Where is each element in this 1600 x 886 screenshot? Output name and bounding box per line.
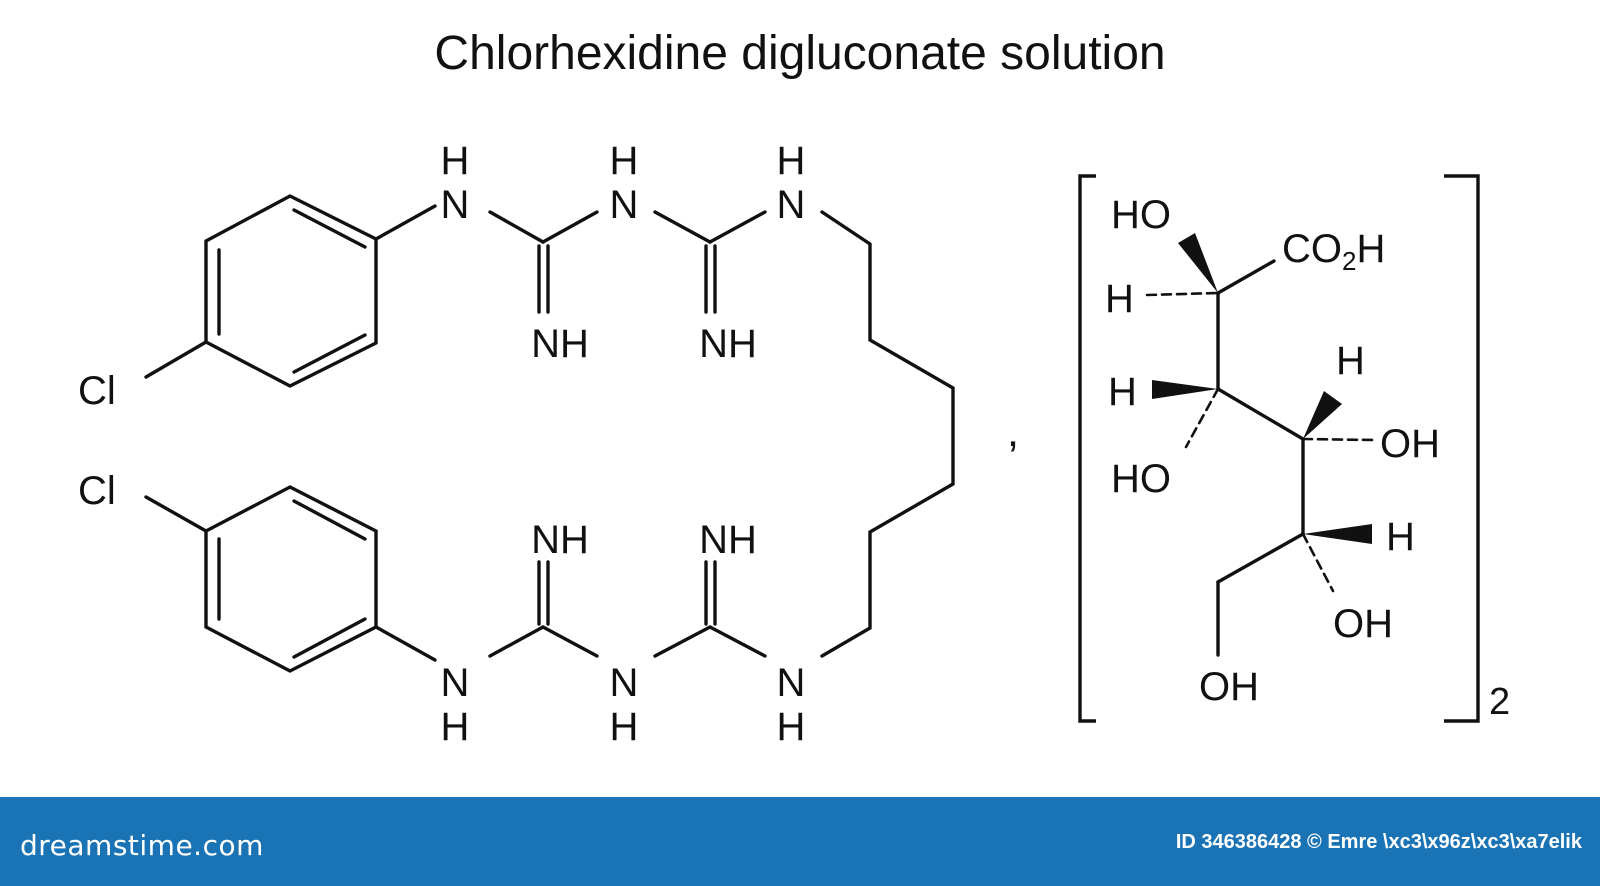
c2-ho-wedge-bond — [1178, 233, 1218, 293]
bracket-subscript: 2 — [1489, 681, 1510, 723]
top-imine-label: NH — [699, 322, 757, 366]
top-ring-double-bond — [292, 208, 367, 249]
c5-h-label: H — [1386, 515, 1415, 559]
bottom-ring-double-bond — [292, 499, 367, 541]
bottom-imine-label: NH — [699, 518, 757, 562]
top-bond — [708, 210, 767, 244]
c2-h-label: H — [1105, 277, 1134, 321]
hexamethylene-chain — [820, 210, 955, 658]
c5-oh-hashed-bond — [1301, 532, 1335, 593]
c2-h-hashed-bond — [1145, 291, 1220, 297]
top-amine-h-label: H — [777, 139, 806, 183]
c2-c1-bond — [1216, 259, 1276, 295]
watermark-logo: dreamstime.com — [20, 829, 264, 862]
chlorhexidine-labels: Cl H N H N H N NH NH Cl NH NH N H N H N … — [78, 139, 1019, 749]
bottom-amine-n-label: N — [441, 661, 470, 705]
c5-oh-label: OH — [1333, 602, 1393, 646]
bottom-cl-label: Cl — [78, 469, 116, 513]
carboxyl-subscript: 2 — [1342, 246, 1356, 276]
bottom-cl-bond — [144, 495, 208, 533]
left-bracket — [1078, 174, 1096, 723]
bottom-bond — [488, 625, 545, 658]
c3-h-label: H — [1108, 370, 1137, 414]
c3-c4-bond — [1216, 387, 1305, 441]
gluconate-labels: HO H CO2H H HO H OH H OH OH 2 — [1105, 193, 1510, 723]
watermark-footer-bar: dreamstime.com ID 346386428 © Emre \xc3\… — [0, 797, 1600, 886]
bottom-benzene-ring — [204, 485, 378, 673]
gluconate-brackets — [1078, 174, 1480, 723]
bottom-amine-n-label: N — [777, 661, 806, 705]
diagram-title: Chlorhexidine digluconate solution — [434, 27, 1166, 80]
bottom-bond — [653, 625, 712, 658]
top-bond — [488, 210, 545, 244]
top-cl-bond — [144, 340, 208, 379]
c5-h-wedge-bond — [1303, 524, 1372, 544]
top-imine-label: NH — [531, 322, 589, 366]
bottom-imine-label: NH — [531, 518, 589, 562]
bottom-bond — [541, 625, 599, 658]
top-amine-n-label: N — [441, 183, 470, 227]
top-ring-double-bond — [292, 333, 367, 374]
salt-separator: , — [1007, 407, 1019, 456]
right-bracket — [1444, 174, 1480, 723]
c4-h-wedge-bond — [1303, 391, 1342, 439]
top-ring-n-bond — [374, 204, 437, 241]
bottom-bond — [708, 625, 767, 658]
c3-oh-hashed-bond — [1184, 387, 1220, 449]
c3-h-wedge-bond — [1152, 380, 1218, 399]
chlorhexidine-bonds — [144, 194, 955, 673]
top-amine-h-label: H — [610, 139, 639, 183]
c4-oh-label: OH — [1380, 422, 1440, 466]
bottom-amine-h-label: H — [441, 705, 470, 749]
top-amine-n-label: N — [610, 183, 639, 227]
c2-ho-label: HO — [1111, 193, 1171, 237]
top-amine-n-label: N — [777, 183, 806, 227]
c5-c6-bond — [1216, 532, 1305, 584]
carboxyl-label: CO2H — [1282, 227, 1385, 276]
c4-oh-hashed-bond — [1301, 437, 1375, 442]
bottom-amine-h-label: H — [610, 705, 639, 749]
c6-oh-label: OH — [1199, 665, 1259, 709]
top-benzene-ring — [204, 194, 378, 388]
top-bond — [541, 210, 599, 244]
carboxyl-h-label: H — [1356, 227, 1385, 271]
carboxyl-co-label: CO — [1282, 227, 1342, 271]
structure-diagram: Cl H N H N H N NH NH Cl NH NH N H N H N … — [78, 139, 1510, 749]
bottom-amine-h-label: H — [777, 705, 806, 749]
image-credit: ID 346386428 © Emre \xc3\x96z\xc3\xa7eli… — [1175, 831, 1582, 853]
c3-ho-label: HO — [1111, 457, 1171, 501]
top-bond — [653, 210, 712, 244]
top-amine-h-label: H — [441, 139, 470, 183]
c4-h-label: H — [1336, 339, 1365, 383]
top-cl-label: Cl — [78, 369, 116, 413]
bottom-amine-n-label: N — [610, 661, 639, 705]
gluconate-bonds — [1145, 259, 1375, 657]
gluconate-wedges — [1152, 233, 1372, 544]
bottom-ring-double-bond — [292, 617, 367, 659]
bottom-ring-n-bond — [374, 625, 437, 662]
